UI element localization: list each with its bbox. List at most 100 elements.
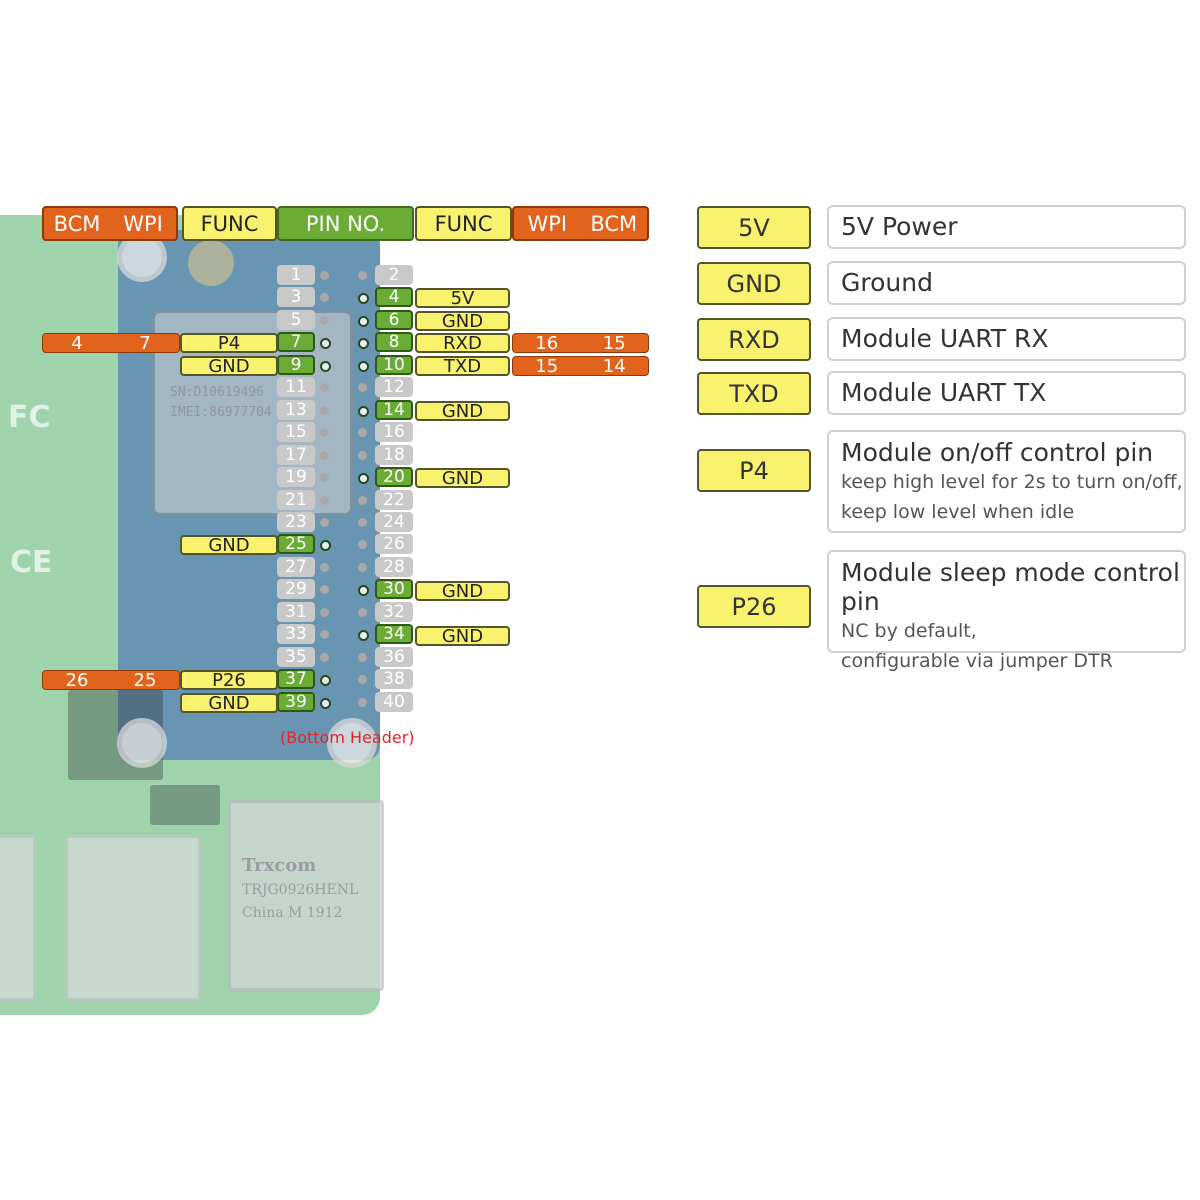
pin-19-pad [320, 473, 329, 483]
header-left-func: FUNC [182, 206, 277, 241]
pin-7-pad [320, 338, 331, 350]
pin-14-pad [358, 405, 369, 417]
pin-3: 3 [277, 287, 315, 308]
pin-39-pad [320, 697, 331, 709]
pin-19: 19 [277, 467, 315, 488]
pin-11: 11 [277, 377, 315, 398]
legend-line2-p26: configurable via jumper DTR [841, 650, 1113, 672]
pin-10-pad [358, 360, 369, 372]
pin-13: 13 [277, 399, 315, 420]
header-pin-no: PIN NO. [277, 206, 414, 241]
pin10-func: TXD [415, 356, 510, 377]
pin-39: 39 [277, 691, 315, 712]
pin-22-pad [358, 495, 367, 505]
legend-line1-p4: keep high level for 2s to turn on/off, [841, 471, 1183, 493]
pin-2-pad [358, 271, 367, 280]
pin-16: 16 [375, 422, 413, 443]
pin8-bcm: 15 [602, 332, 626, 354]
pin-2: 2 [375, 265, 413, 285]
pin-5: 5 [277, 309, 315, 330]
pin-32-pad [358, 607, 367, 617]
pin-40: 40 [375, 691, 413, 712]
pin-3-pad [320, 293, 329, 303]
ce-logo: CE [10, 545, 53, 580]
pin4-func: 5V [415, 288, 510, 309]
module-imei-text: IMEI:86977704 [170, 405, 272, 420]
pin-1: 1 [277, 265, 315, 285]
pin8-wpi-bcm: 16 15 [512, 332, 649, 354]
pin-4-pad [358, 293, 369, 305]
header-right-wpi: WPI [527, 211, 568, 236]
pin-7: 7 [277, 332, 315, 353]
pin-33-pad [320, 630, 329, 640]
legend-desc-p4: Module on/off control pin keep high leve… [827, 430, 1186, 533]
header-left-wpi: WPI [123, 211, 163, 236]
pin-29-pad [320, 585, 329, 595]
pin-35: 35 [277, 646, 315, 667]
module-sn-text: SN:D10619496 [170, 385, 264, 400]
pin-30: 30 [375, 579, 413, 600]
pin-24: 24 [375, 511, 413, 532]
pin-25: 25 [277, 534, 315, 555]
pin-6-pad [358, 315, 369, 327]
pin-20: 20 [375, 467, 413, 488]
legend-desc-p26: Module sleep mode control pin NC by defa… [827, 550, 1186, 672]
pin-26: 26 [375, 534, 413, 555]
pin8-func: RXD [415, 333, 510, 354]
legend-title-p26: Module sleep mode control pin [841, 558, 1180, 616]
pin30-func: GND [415, 581, 510, 602]
pin39-func: GND [180, 693, 278, 714]
antenna-connector [188, 240, 234, 286]
pin-23-pad [320, 517, 329, 527]
pin-32: 32 [375, 601, 413, 622]
p26-bcm: 26 [65, 669, 89, 691]
p26-bcm-wpi: 26 25 [42, 669, 180, 691]
header-pin-no-label: PIN NO. [305, 211, 386, 236]
usb-port [65, 835, 201, 1001]
p4-bcm: 4 [71, 332, 83, 354]
pin-21: 21 [277, 489, 315, 510]
pin-36: 36 [375, 646, 413, 667]
pin9-func: GND [180, 356, 278, 377]
pin-20-pad [358, 473, 369, 485]
pin-23: 23 [277, 511, 315, 532]
legend-line2-p4: keep low level when idle [841, 501, 1075, 523]
pin-5-pad [320, 315, 329, 325]
pin-38: 38 [375, 669, 413, 690]
pin-12: 12 [375, 377, 413, 398]
pin-30-pad [358, 585, 369, 597]
legend-title-5v: 5V Power [841, 212, 958, 241]
pin-9-pad [320, 360, 331, 372]
legend-key-5v: 5V [697, 206, 811, 249]
pin-37-pad [320, 675, 331, 687]
legend-title-rxd: Module UART RX [841, 324, 1049, 353]
legend-desc-5v: 5V Power [827, 205, 1186, 249]
legend-title-txd: Module UART TX [841, 378, 1047, 407]
pin-28-pad [358, 562, 367, 572]
pin10-bcm: 14 [602, 355, 626, 377]
pin-1-pad [320, 271, 329, 280]
ethernet-origin: China M 1912 [242, 905, 343, 921]
pin-16-pad [358, 428, 367, 438]
usb-port [0, 835, 36, 1001]
header-right-func-label: FUNC [434, 211, 493, 236]
header-right-bcm: BCM [590, 211, 638, 236]
pin-6: 6 [375, 309, 413, 330]
pin-33: 33 [277, 624, 315, 645]
p26-wpi: 25 [133, 669, 157, 691]
pin-9: 9 [277, 354, 315, 375]
pin-35-pad [320, 652, 329, 662]
pin25-func: GND [180, 535, 278, 556]
legend-key-gnd: GND [697, 262, 811, 305]
pin-28: 28 [375, 556, 413, 577]
pin-31-pad [320, 607, 329, 617]
pin-8: 8 [375, 332, 413, 353]
pin-29: 29 [277, 579, 315, 600]
pin34-func: GND [415, 626, 510, 647]
pin-8-pad [358, 338, 369, 350]
pin-22: 22 [375, 489, 413, 510]
pin10-wpi: 15 [535, 355, 559, 377]
legend-key-p4: P4 [697, 449, 811, 492]
pin-4: 4 [375, 287, 413, 308]
p4-bcm-wpi: 4 7 [42, 332, 180, 354]
